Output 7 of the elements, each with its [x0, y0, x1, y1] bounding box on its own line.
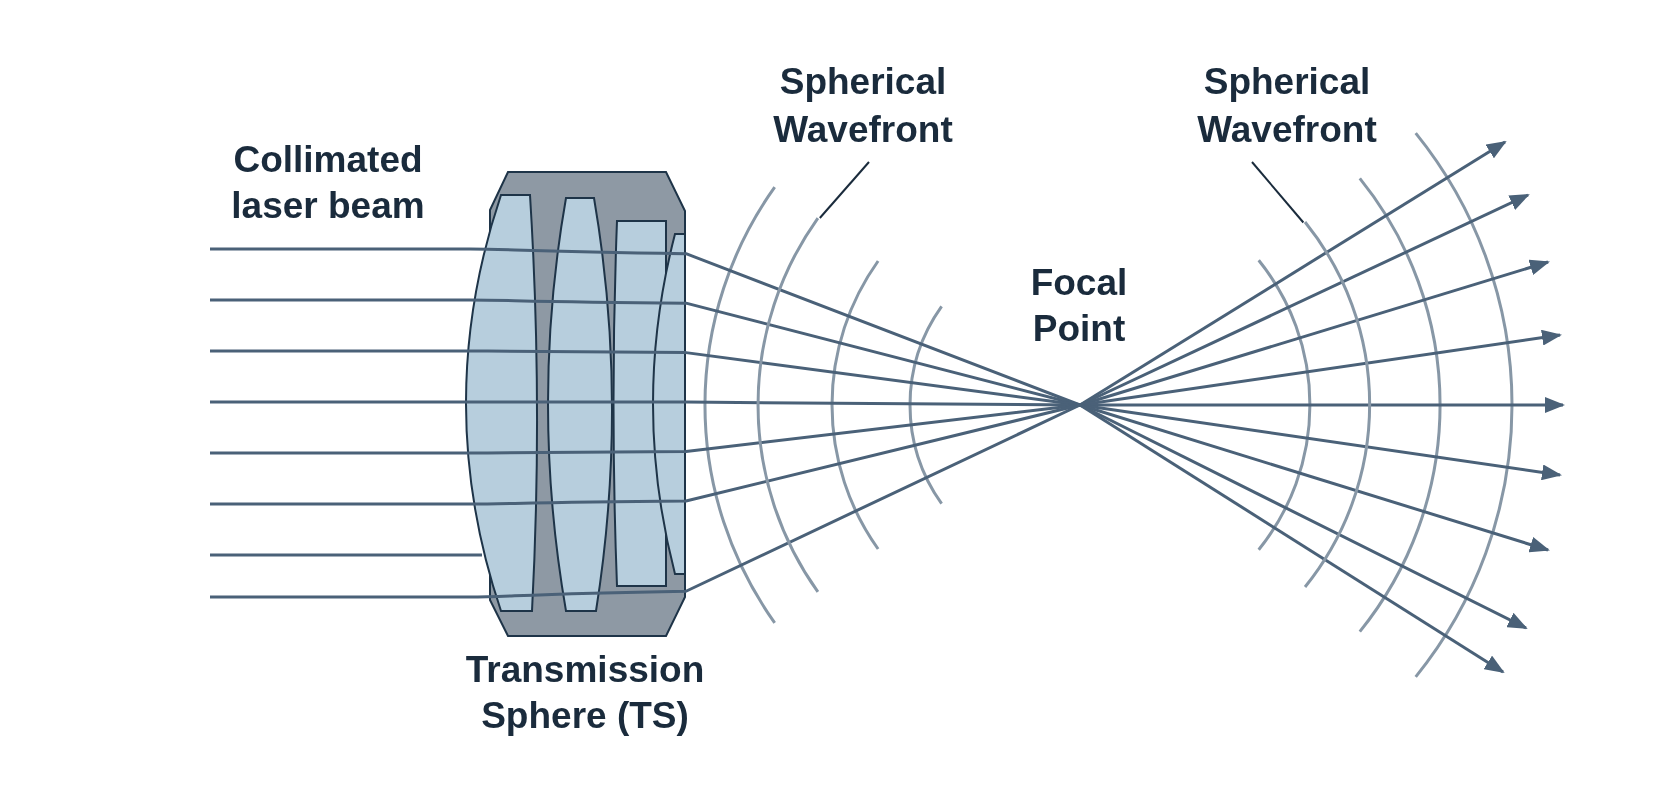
- leader-line: [818, 161, 870, 219]
- beam-label: Collimated laser beam: [230, 138, 426, 228]
- focal-point-label: Focal Point: [1029, 261, 1129, 351]
- wavefront-label: Spherical Wavefront: [772, 60, 954, 152]
- lens-heading: Transmission Sphere (TS): [464, 648, 706, 738]
- leader-line: [1251, 161, 1305, 224]
- wavefront-label: Spherical Wavefront: [1196, 60, 1378, 152]
